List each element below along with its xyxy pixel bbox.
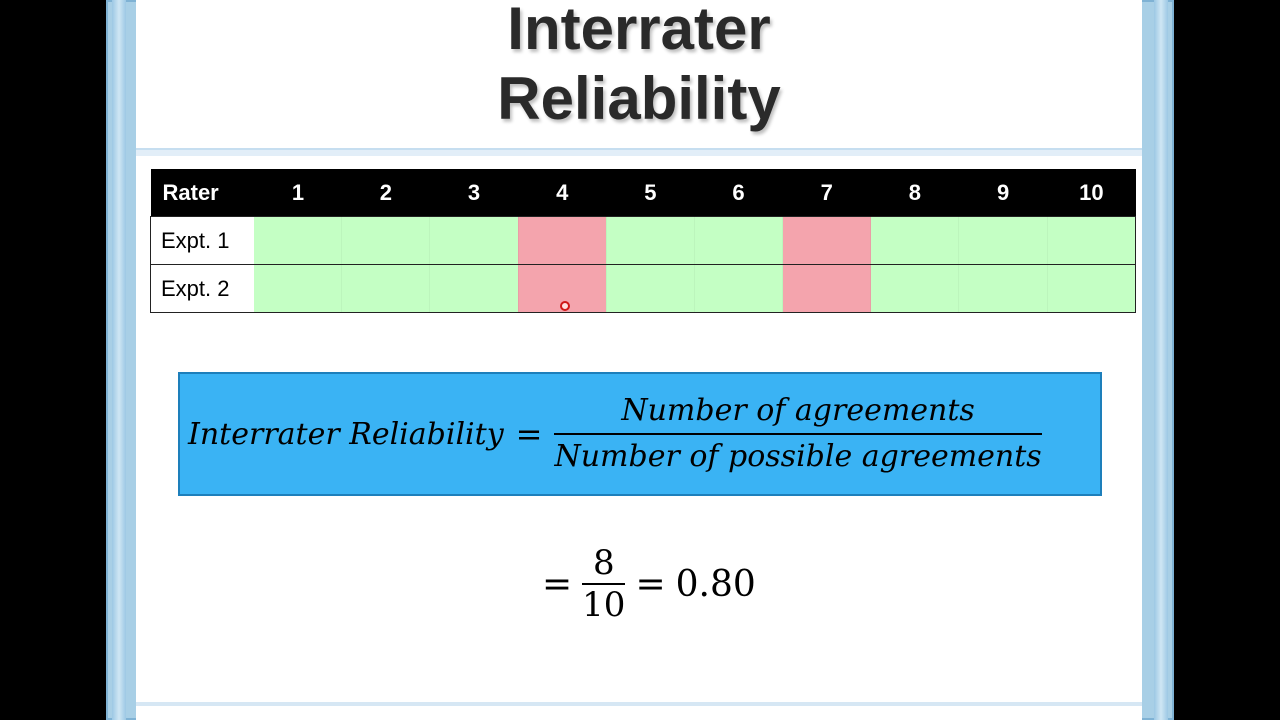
title-panel: Interrater Reliability [136, 0, 1142, 150]
rating-cell [694, 216, 784, 265]
result-equals-2: = [635, 563, 666, 605]
rating-cell [606, 216, 695, 265]
rating-cell [429, 264, 519, 313]
rater-table: Rater 1 2 3 4 5 6 7 8 9 10 Expt. 1 [150, 169, 1137, 313]
formula-equals: = [515, 415, 543, 453]
formula-numerator: Number of agreements [621, 393, 975, 428]
slide: Interrater Reliability Rater 1 2 3 4 5 6… [136, 0, 1142, 720]
result-equals-1: = [542, 563, 573, 605]
rating-cell [1047, 216, 1137, 265]
column-header: 7 [782, 169, 871, 217]
column-header: 1 [254, 169, 342, 217]
table-row: Expt. 1 [150, 216, 1137, 265]
table-header-row: Rater 1 2 3 4 5 6 7 8 9 10 [150, 169, 1136, 217]
column-header: 2 [341, 169, 430, 217]
table-row: Expt. 2 [150, 264, 1137, 313]
result-denominator: 10 [582, 585, 626, 625]
rating-cell [518, 216, 607, 265]
rating-cell [870, 264, 960, 313]
rating-cell [958, 264, 1048, 313]
rating-cell [782, 216, 872, 265]
row-label: Expt. 2 [150, 264, 255, 313]
row-label: Expt. 1 [150, 216, 255, 265]
result-fraction: 8 10 [582, 543, 626, 625]
title-line-2: Reliability [497, 65, 781, 132]
column-header: 4 [518, 169, 607, 217]
result-value: 0.80 [675, 563, 756, 605]
column-header: 6 [694, 169, 783, 217]
frame-right-border [1154, 0, 1168, 720]
rating-cell [254, 216, 343, 265]
column-header: 8 [870, 169, 959, 217]
rating-cell [958, 216, 1048, 265]
rater-header: Rater [150, 169, 255, 217]
rating-cell [518, 264, 607, 313]
rating-cell [429, 216, 519, 265]
slide-title: Interrater Reliability [136, 0, 1142, 134]
formula-lhs: Interrater Reliability [188, 416, 504, 452]
column-header: 10 [1047, 169, 1136, 217]
rating-cell [254, 264, 343, 313]
frame-left-border [112, 0, 126, 720]
formula-fraction: Number of agreements Number of possible … [554, 389, 1042, 479]
fraction-bar [582, 583, 626, 585]
pointer-cursor-icon [560, 301, 570, 311]
bottom-separator [136, 702, 1142, 706]
rating-cell [341, 264, 431, 313]
title-separator [136, 150, 1142, 156]
title-line-1: Interrater [507, 0, 771, 62]
rating-cell [694, 264, 784, 313]
reliability-formula: Interrater Reliability = Number of agree… [180, 374, 1100, 494]
rating-cell [341, 216, 431, 265]
column-header: 9 [958, 169, 1048, 217]
rating-cell [1047, 264, 1137, 313]
column-header: 5 [606, 169, 695, 217]
fraction-bar [554, 433, 1042, 435]
rating-cell [782, 264, 872, 313]
rating-cell [870, 216, 960, 265]
result-equation: = 8 10 = 0.80 [532, 536, 756, 632]
formula-denominator: Number of possible agreements [554, 439, 1042, 474]
rating-cell [606, 264, 695, 313]
result-numerator: 8 [592, 543, 615, 583]
column-header: 3 [429, 169, 519, 217]
formula-box: Interrater Reliability = Number of agree… [178, 372, 1102, 496]
